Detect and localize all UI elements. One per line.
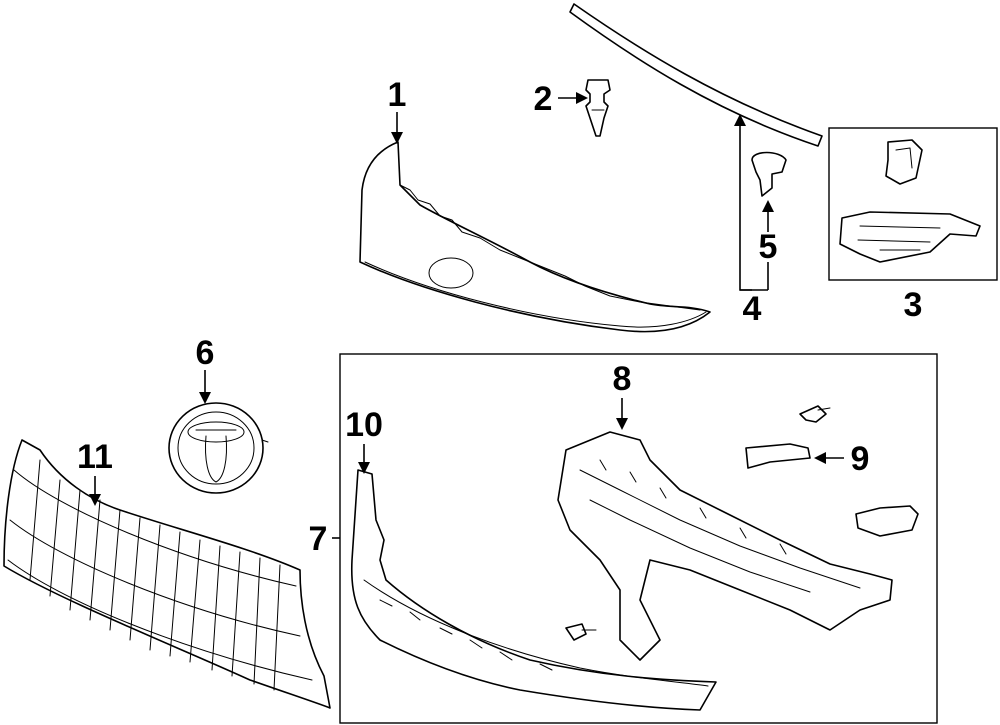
- part-10-lower-retainer: [350, 469, 717, 711]
- part-11-grille-mesh: [3, 439, 331, 709]
- callout-1: 1: [388, 76, 407, 114]
- screw-lower: [565, 623, 597, 641]
- callout-4: 4: [743, 290, 762, 328]
- callout-8: 8: [613, 360, 632, 398]
- part-8-upper-support: [557, 431, 893, 661]
- part-1-upper-grille-cover: [359, 141, 711, 333]
- callout-3: 3: [904, 286, 923, 324]
- part-5-clip: [751, 151, 787, 197]
- callout-11: 11: [77, 438, 113, 476]
- callout-5: 5: [759, 228, 778, 266]
- part-9-brackets: [745, 405, 919, 537]
- callout-6: 6: [196, 334, 215, 372]
- callout-7: 7: [309, 520, 328, 558]
- part-7-assembly-box: [339, 353, 938, 724]
- callout-2: 2: [534, 80, 553, 118]
- part-2-clip: [585, 79, 611, 137]
- part-4-molding-strip: [569, 3, 823, 147]
- part-3-box: [828, 127, 998, 281]
- part-3-bracket-set: [839, 139, 981, 263]
- part-6-emblem: [168, 402, 269, 494]
- callout-10: 10: [345, 406, 383, 444]
- callout-9: 9: [851, 440, 870, 478]
